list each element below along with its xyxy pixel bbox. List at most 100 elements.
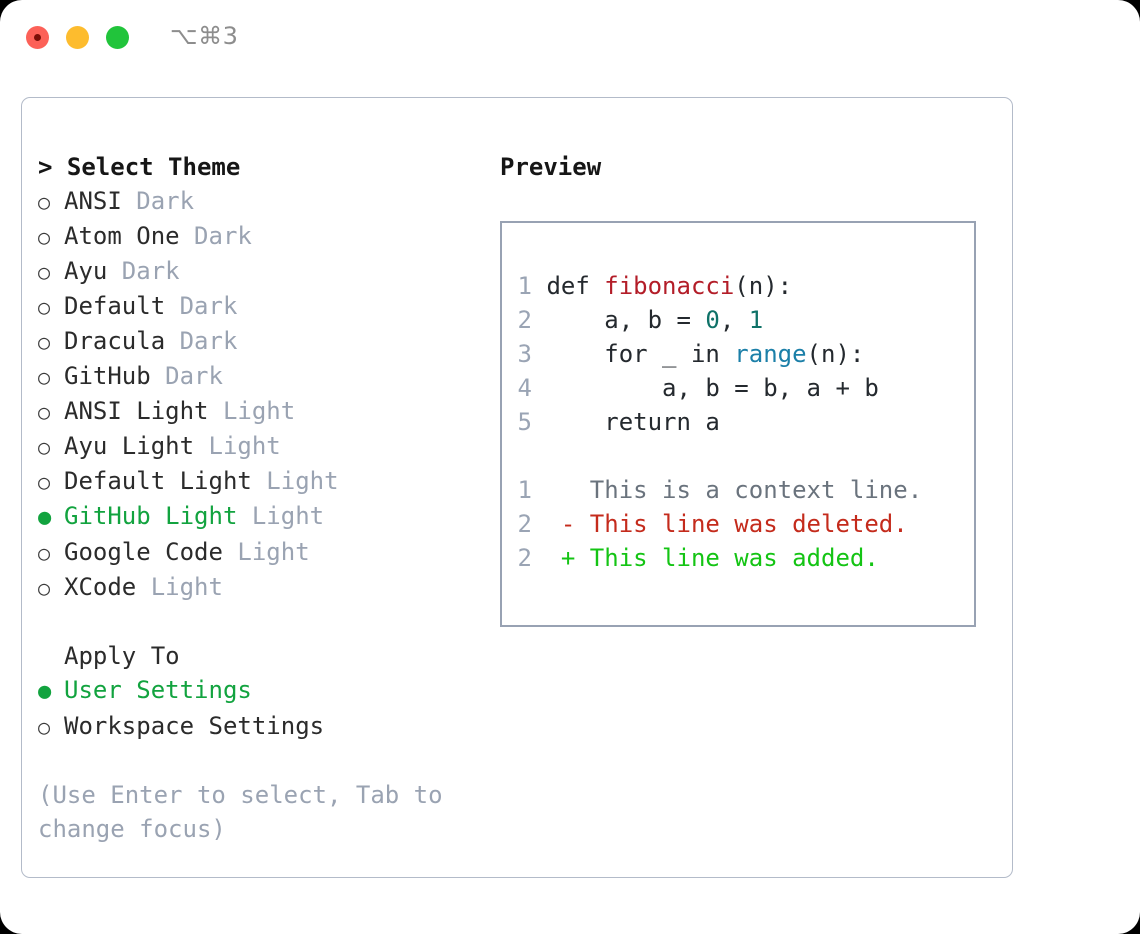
line-number: 4 <box>517 374 532 402</box>
code-line: 4 a, b = b, a + b <box>514 371 879 405</box>
theme-option-github-light[interactable]: ● GitHub Light Light <box>38 499 490 535</box>
theme-option-name: Dracula <box>64 327 166 355</box>
theme-option-dracula[interactable]: ○ Dracula Dark <box>38 324 490 359</box>
theme-option-name: ANSI Light <box>64 397 209 425</box>
radio-unselected-icon[interactable]: ○ <box>38 541 51 565</box>
theme-picker-card: > Select Theme ○ANSI Dark○Atom One Dark○… <box>21 97 1013 878</box>
theme-option-github[interactable]: ○ GitHub Dark <box>38 359 490 394</box>
theme-option-variant: Light <box>222 538 310 566</box>
diff-sample: 1 This is a context line.2 - This line w… <box>514 473 923 575</box>
line-number: 2 <box>517 544 532 572</box>
close-button[interactable] <box>26 26 49 49</box>
line-number: 2 <box>517 306 532 334</box>
diff-line-ctx: 1 This is a context line. <box>514 473 923 507</box>
theme-option-ansi-light[interactable]: ○ ANSI Light Light <box>38 394 490 429</box>
diff-line-add: 2 + This line was added. <box>514 541 922 575</box>
preview-column: Preview 1 def fibonacci(n):2 a, b = 0, 1… <box>500 150 1000 627</box>
minimize-button[interactable] <box>66 26 89 49</box>
theme-option-name: Ayu Light <box>64 432 195 460</box>
preview-header: Preview <box>500 153 602 181</box>
theme-option-variant: Light <box>208 397 296 425</box>
diff-line-text: This is a context line. <box>560 476 923 504</box>
theme-option-default-light[interactable]: ○ Default Light Light <box>38 464 490 499</box>
theme-list[interactable]: ○ANSI Dark○Atom One Dark○Ayu Dark○Defaul… <box>38 184 490 605</box>
code-line: 2 a, b = 0, 1 <box>514 303 879 337</box>
diff-line-text: - This line was deleted. <box>560 510 908 538</box>
radio-unselected-icon[interactable]: ○ <box>38 715 51 739</box>
code-token-num: 0 <box>705 306 720 334</box>
theme-option-name: GitHub <box>64 362 151 390</box>
apply-to-option-name: User Settings <box>64 676 252 704</box>
line-number: 5 <box>517 408 532 436</box>
apply-to-option-user-settings[interactable]: ● User Settings <box>38 673 490 709</box>
code-token-plain: for _ in <box>546 340 735 368</box>
theme-option-name: Atom One <box>64 222 180 250</box>
theme-option-default[interactable]: ○Default Dark <box>38 289 490 324</box>
keyboard-shortcut-label: ⌥⌘3 <box>170 22 239 50</box>
code-line: 5 return a <box>514 405 879 439</box>
list-spacer <box>38 605 490 639</box>
radio-unselected-icon[interactable]: ○ <box>38 260 51 284</box>
code-token-fn: fibonacci <box>604 272 735 300</box>
code-token-plain: def <box>546 272 605 300</box>
radio-selected-icon[interactable]: ● <box>38 505 52 530</box>
apply-to-header: Apply To <box>64 642 180 670</box>
theme-option-ayu-light[interactable]: ○ Ayu Light Light <box>38 429 490 464</box>
maximize-button[interactable] <box>106 26 129 49</box>
code-token-plain: return a <box>546 408 720 436</box>
theme-option-name: Google Code <box>64 538 223 566</box>
code-token-plain: , <box>719 306 749 334</box>
theme-option-atom-one[interactable]: ○ Atom One Dark <box>38 219 490 254</box>
apply-to-list[interactable]: ● User Settings ○ Workspace Settings <box>38 673 490 744</box>
diff-line-del: 2 - This line was deleted. <box>514 507 922 541</box>
radio-unselected-icon[interactable]: ○ <box>38 470 51 494</box>
code-token-plain: (n): <box>806 340 865 368</box>
code-line: 1 def fibonacci(n): <box>514 269 879 303</box>
apply-to-option-name: Workspace Settings <box>64 712 325 740</box>
theme-option-name: XCode <box>64 573 137 601</box>
radio-selected-icon[interactable]: ● <box>38 679 52 704</box>
theme-option-name: ANSI <box>64 187 122 215</box>
theme-option-variant: Light <box>136 573 223 601</box>
theme-option-variant: Dark <box>121 187 195 215</box>
radio-unselected-icon[interactable]: ○ <box>38 576 51 600</box>
line-number: 3 <box>517 340 532 368</box>
diff-line-text: + This line was added. <box>560 544 879 572</box>
theme-option-variant: Dark <box>150 362 223 390</box>
code-token-plain: (n): <box>734 272 793 300</box>
theme-option-variant: Light <box>251 467 339 495</box>
theme-option-variant: Dark <box>165 292 238 320</box>
apply-to-option-workspace-settings[interactable]: ○ Workspace Settings <box>38 709 490 744</box>
line-number: 1 <box>517 272 532 300</box>
theme-option-ansi[interactable]: ○ ANSI Dark <box>38 184 490 219</box>
line-number: 2 <box>517 510 532 538</box>
radio-unselected-icon[interactable]: ○ <box>38 435 51 459</box>
title-bar: ⌥⌘3 <box>0 0 1140 78</box>
theme-option-ayu[interactable]: ○Ayu Dark <box>38 254 490 289</box>
code-line: 3 for _ in range(n): <box>514 337 879 371</box>
theme-option-variant: Dark <box>107 257 180 285</box>
theme-selection-column: > Select Theme ○ANSI Dark○Atom One Dark○… <box>38 150 490 846</box>
radio-unselected-icon[interactable]: ○ <box>38 400 51 424</box>
theme-option-variant: Dark <box>165 327 238 355</box>
help-hint-text: (Use Enter to select, Tab to change focu… <box>38 781 443 843</box>
radio-unselected-icon[interactable]: ○ <box>38 225 51 249</box>
radio-unselected-icon[interactable]: ○ <box>38 365 51 389</box>
code-token-call: range <box>734 340 807 368</box>
theme-option-xcode[interactable]: ○ XCode Light <box>38 570 490 605</box>
radio-unselected-icon[interactable]: ○ <box>38 295 51 319</box>
radio-unselected-icon[interactable]: ○ <box>38 330 51 354</box>
code-token-plain: a, b = b, a + b <box>546 374 879 402</box>
traffic-lights <box>26 26 129 49</box>
code-token-num: 1 <box>748 306 764 334</box>
theme-option-name: GitHub Light <box>64 502 238 530</box>
theme-option-variant: Dark <box>179 222 252 250</box>
radio-unselected-icon[interactable]: ○ <box>38 190 51 214</box>
theme-option-variant: Light <box>237 502 325 530</box>
theme-option-google-code[interactable]: ○ Google Code Light <box>38 535 490 570</box>
theme-option-variant: Light <box>194 432 281 460</box>
theme-option-name: Default Light <box>64 467 252 495</box>
